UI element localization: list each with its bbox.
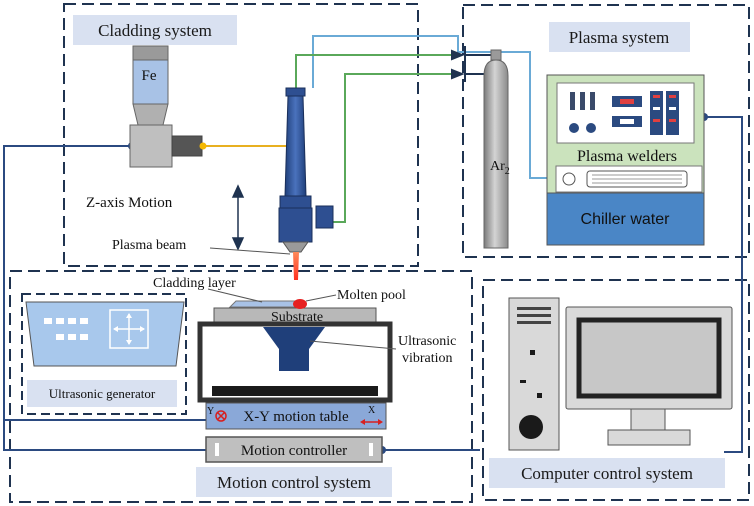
control-wires <box>3 116 743 453</box>
xy-motion-table-label: X-Y motion table <box>243 409 349 425</box>
ultrasonic-vibration-leader <box>309 340 397 350</box>
motion-controller-slot-left <box>215 443 219 456</box>
z-axis-arrow <box>231 184 245 251</box>
cladding-layer <box>228 300 301 308</box>
argon-label: Ar2 <box>490 159 510 177</box>
ultrasonic-vibration-label-2: vibration <box>402 351 453 366</box>
motion-controller-label: Motion controller <box>241 443 347 459</box>
molten-pool <box>293 299 307 309</box>
gas-lines <box>205 35 558 223</box>
xy-table-y-axis-label: Y <box>207 406 214 417</box>
computer-control-system-box <box>482 279 750 501</box>
ultrasonic-generator-box <box>21 293 187 415</box>
plasma-system-title: Plasma system <box>569 28 670 47</box>
molten-pool-leader <box>305 294 337 302</box>
plasma-welder-unit <box>546 74 705 194</box>
motion-controller <box>205 436 383 463</box>
ultrasonic-generator-device <box>25 301 185 367</box>
computer-monitor <box>565 306 733 446</box>
motion-control-system-box <box>9 270 473 503</box>
molten-pool-label: Molten pool <box>337 288 406 303</box>
fe-label: Fe <box>142 68 157 84</box>
cladding-layer-leader <box>207 288 263 303</box>
lightblue-line <box>312 35 558 179</box>
computer-tower <box>508 297 560 451</box>
z-axis-motion-label: Z-axis Motion <box>86 195 173 211</box>
ultrasonic-generator-label-bg <box>27 380 177 407</box>
plasma-welders-label: Plasma welders <box>577 148 677 165</box>
argon-cylinder <box>483 49 509 249</box>
cladding-system-box <box>63 3 419 267</box>
cladding-system-title: Cladding system <box>98 21 212 40</box>
motion-control-system-title: Motion control system <box>217 473 371 492</box>
computer-control-system-title-bg <box>489 458 725 488</box>
chiller-water-unit <box>546 192 705 246</box>
cladding-layer-label: Cladding layer <box>153 276 236 291</box>
plasma-system-title-bg <box>549 22 690 52</box>
substrate-label: Substrate <box>271 310 323 325</box>
cladding-system-title-bg <box>73 15 237 45</box>
plasma-torch <box>278 87 334 253</box>
ultrasonic-vibration-label-1: Ultrasonic <box>398 334 456 349</box>
powder-feeder <box>129 45 207 168</box>
plasma-beam <box>293 252 299 280</box>
xy-motion-table <box>205 402 387 430</box>
green-line-upper <box>295 54 462 92</box>
plasma-beam-leader <box>209 247 291 255</box>
x-axis-arrow-icon <box>360 419 383 425</box>
chiller-water-label: Chiller water <box>581 211 671 228</box>
ultrasonic-generator-label: Ultrasonic generator <box>49 386 156 401</box>
plasma-beam-label: Plasma beam <box>112 238 186 253</box>
computer-control-system-title: Computer control system <box>521 464 693 483</box>
green-line-lower <box>333 73 462 223</box>
y-axis-into-page-icon <box>215 410 227 422</box>
xy-table-x-axis-label: X <box>368 405 376 416</box>
motion-controller-slot-right <box>369 443 373 456</box>
ultrasonic-vibration-stage <box>197 321 393 403</box>
motion-control-system-title-bg <box>196 467 392 497</box>
